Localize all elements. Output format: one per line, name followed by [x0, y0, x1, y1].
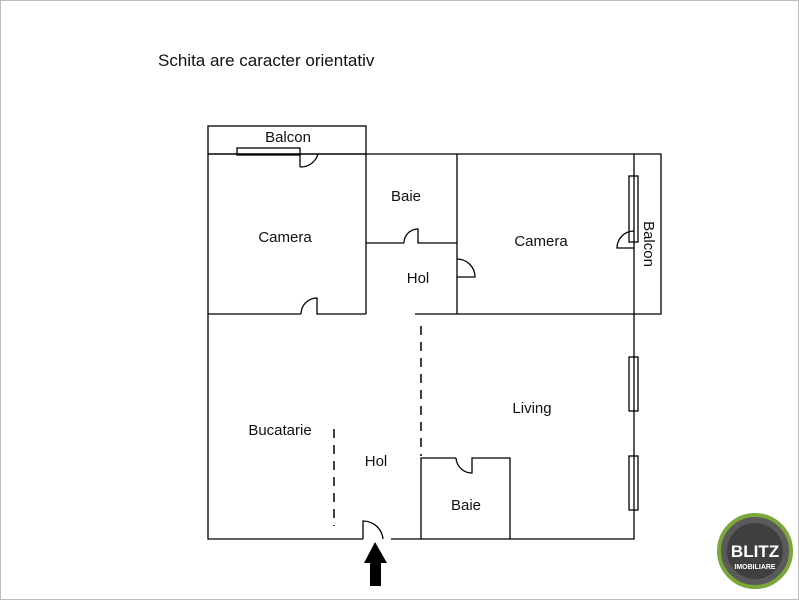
label-baie-bottom: Baie: [451, 497, 481, 514]
entrance-door: [362, 520, 384, 540]
baie-bottom-outline: [420, 457, 511, 539]
window-balcony-right: [628, 175, 639, 243]
window-balcony: [236, 147, 301, 156]
wall-outer-left: [207, 154, 363, 540]
arrow-up-icon: [364, 542, 387, 586]
door-baie-top: [366, 228, 457, 244]
door-hol-small: [456, 258, 476, 278]
window-living-2: [628, 455, 639, 511]
label-hol-small: Hol: [407, 270, 430, 287]
logo-brand: BLITZ: [731, 542, 779, 561]
label-camera-right: Camera: [514, 233, 568, 250]
door-balcony: [299, 153, 319, 168]
window-living-1: [628, 356, 639, 412]
label-balcon-right: Balcon: [640, 221, 657, 267]
label-baie-top: Baie: [391, 188, 421, 205]
label-hol-main: Hol: [365, 453, 388, 470]
disclaimer-note: Schita are caracter orientativ: [158, 51, 375, 70]
wall-outer-bottom-right: [391, 314, 635, 540]
logo-sub: IMOBILIARE: [734, 564, 776, 571]
label-bucatarie: Bucatarie: [248, 422, 311, 439]
label-balcon-top: Balcon: [265, 129, 311, 146]
label-camera-left: Camera: [258, 229, 312, 246]
logo-inner: [727, 523, 783, 579]
blitz-logo: BLITZ IMOBILIARE: [717, 513, 793, 589]
door-balcony-right: [616, 230, 635, 249]
door-camera-left: [208, 297, 366, 315]
wall-outer-top-right: [366, 153, 662, 315]
label-living: Living: [512, 400, 551, 417]
